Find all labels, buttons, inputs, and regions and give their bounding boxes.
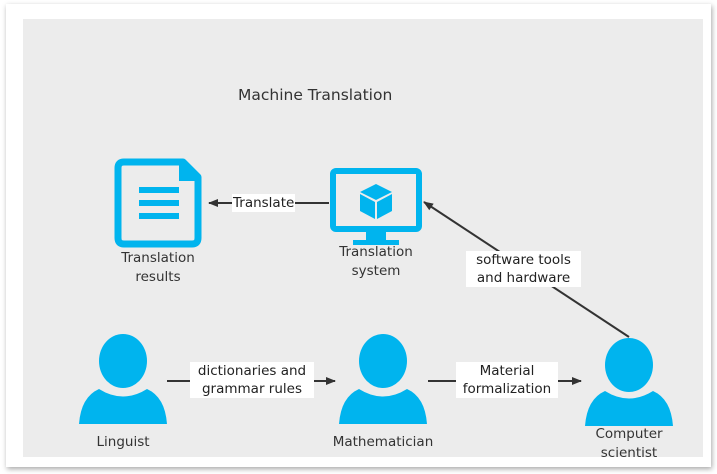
node-label-translation-results: Translation results bbox=[121, 250, 195, 285]
document-icon bbox=[114, 158, 202, 248]
diagram-title: Machine Translation bbox=[238, 86, 393, 104]
edge-label-software-tools: software tools and hardware bbox=[466, 251, 581, 287]
mathematician-person-icon bbox=[339, 334, 427, 424]
computer-scientist-person-icon bbox=[585, 338, 673, 426]
linguist-person-icon bbox=[79, 334, 167, 424]
node-label-computer-scientist: Computer scientist bbox=[595, 426, 663, 457]
monitor-cube-icon bbox=[330, 168, 422, 245]
node-label-translation-system: Translation system bbox=[339, 244, 413, 279]
edge-label-formalization: Material formalization bbox=[456, 362, 558, 398]
node-label-linguist: Linguist bbox=[96, 434, 150, 450]
diagram-panel: Machine Translation Translate software t… bbox=[23, 19, 703, 457]
edge-label-translate: Translate bbox=[232, 194, 296, 212]
diagram-card: Machine Translation Translate software t… bbox=[6, 4, 711, 467]
edge-label-dictionaries: dictionaries and grammar rules bbox=[190, 362, 314, 398]
node-label-mathematician: Mathematician bbox=[332, 434, 434, 450]
diagram-canvas bbox=[79, 158, 673, 426]
